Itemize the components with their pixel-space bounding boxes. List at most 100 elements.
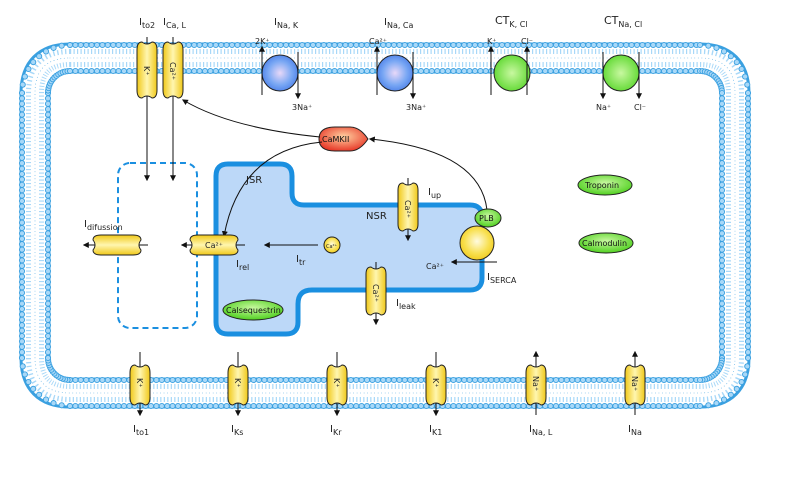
pump-inaca[interactable] — [374, 45, 416, 100]
channel-ical[interactable]: Ca²⁺ — [162, 37, 184, 182]
lipid-head — [326, 67, 333, 75]
lipid-head — [666, 402, 673, 410]
lipid-head — [744, 343, 752, 350]
ik1-ion: K⁺ — [431, 378, 440, 387]
lipid-head — [44, 165, 52, 172]
lipid-head — [407, 376, 414, 384]
lipid-head — [153, 402, 160, 410]
lipid-head — [655, 41, 662, 49]
lipid-head — [299, 41, 306, 49]
lipid-head — [444, 41, 452, 49]
lipid-head — [120, 402, 128, 410]
channel-ik1[interactable]: K⁺ — [425, 352, 447, 417]
channel-inal[interactable]: Na⁺ — [525, 350, 547, 415]
lipid-head — [104, 41, 111, 49]
lipid-head — [21, 73, 28, 80]
lipid-head — [293, 41, 300, 49]
lipid-head — [461, 67, 468, 75]
lipid-head — [744, 322, 752, 329]
lipid-head — [733, 59, 740, 66]
lipid-head — [158, 376, 165, 384]
lipid-head — [742, 371, 749, 378]
lipid-head — [744, 305, 752, 313]
lipid-head — [558, 41, 565, 49]
channel-ikr[interactable]: K⁺ — [326, 352, 348, 417]
lipid-head — [590, 41, 597, 49]
lipid-head — [331, 67, 338, 75]
channel-irel[interactable]: Ca²⁺ — [180, 234, 245, 256]
lipid-head — [120, 41, 128, 49]
lipid-head — [250, 402, 257, 410]
cotransporter-nacl[interactable] — [600, 52, 642, 100]
lipid-head — [644, 402, 651, 410]
lipid-head — [744, 338, 752, 345]
lipid-head — [579, 67, 587, 75]
lipid-head — [18, 284, 26, 291]
lipid-head — [288, 402, 295, 410]
lipid-head — [718, 181, 726, 188]
lipid-head — [66, 402, 74, 410]
lipid-head — [44, 116, 52, 124]
channel-ina[interactable]: Na⁺ — [624, 350, 646, 415]
lipid-head — [347, 41, 354, 49]
lipid-head — [44, 295, 52, 302]
lipid-head — [498, 41, 506, 49]
pump-inak[interactable] — [259, 45, 301, 100]
lipid-head — [212, 41, 219, 49]
channel-idiffusion[interactable] — [82, 234, 148, 256]
lipid-head — [660, 402, 668, 410]
calsequestrin[interactable]: Calsequestrin — [222, 299, 284, 321]
lipid-head — [585, 41, 592, 49]
lipid-head — [531, 67, 538, 75]
lipid-head — [336, 67, 344, 75]
channel-iup[interactable]: Ca²⁺ — [397, 178, 419, 242]
channel-iks[interactable]: K⁺ — [227, 352, 249, 417]
lipid-head — [639, 67, 646, 75]
lipid-head — [174, 402, 182, 410]
cotransporter-kcl[interactable] — [488, 45, 531, 95]
lipid-head — [266, 402, 273, 410]
lipid-head — [744, 246, 752, 253]
lipid-head — [342, 41, 349, 49]
ina-ion: Na⁺ — [630, 376, 639, 391]
lipid-head — [520, 376, 527, 384]
lipid-head — [718, 300, 726, 307]
lipid-head — [744, 197, 752, 205]
calmodulin[interactable]: Calmodulin — [578, 232, 634, 254]
lipid-head — [25, 65, 32, 73]
camkii[interactable]: CaMKII — [318, 126, 369, 152]
troponin[interactable]: Troponin — [577, 174, 633, 196]
lipid-head — [30, 385, 37, 392]
jsr-label: JSR — [245, 175, 262, 186]
lipid-head — [185, 41, 192, 49]
lipid-head — [498, 402, 506, 410]
plb[interactable]: PLB — [474, 208, 502, 228]
lipid-head — [744, 278, 752, 286]
lipid-head — [720, 396, 728, 403]
lipid-head — [660, 41, 668, 49]
lipid-head — [180, 376, 187, 384]
lipid-head — [720, 48, 728, 55]
lipid-head — [718, 230, 726, 237]
lipid-head — [272, 402, 279, 410]
lipid-head — [744, 165, 752, 172]
lipid-head — [18, 133, 26, 140]
lipid-head — [158, 402, 165, 410]
lipid-head — [223, 402, 230, 410]
lipid-head — [644, 376, 651, 384]
ctnacl-label: CTNa, Cl — [604, 14, 642, 29]
lipid-head — [93, 402, 101, 410]
serca-pump[interactable] — [459, 225, 495, 261]
lipid-head — [180, 402, 187, 410]
lipid-head — [718, 154, 726, 161]
channel-ileak[interactable]: Ca²⁺ — [365, 262, 387, 326]
lipid-head — [744, 289, 752, 296]
lipid-head — [509, 402, 516, 410]
lipid-head — [407, 402, 414, 410]
lipid-head — [558, 67, 565, 75]
channel-ito1[interactable]: K⁺ — [129, 352, 151, 417]
lipid-head — [718, 89, 726, 97]
channel-ito2[interactable]: K⁺ — [136, 37, 158, 182]
lipid-head — [682, 376, 689, 384]
iks-label: IKs — [231, 424, 243, 437]
